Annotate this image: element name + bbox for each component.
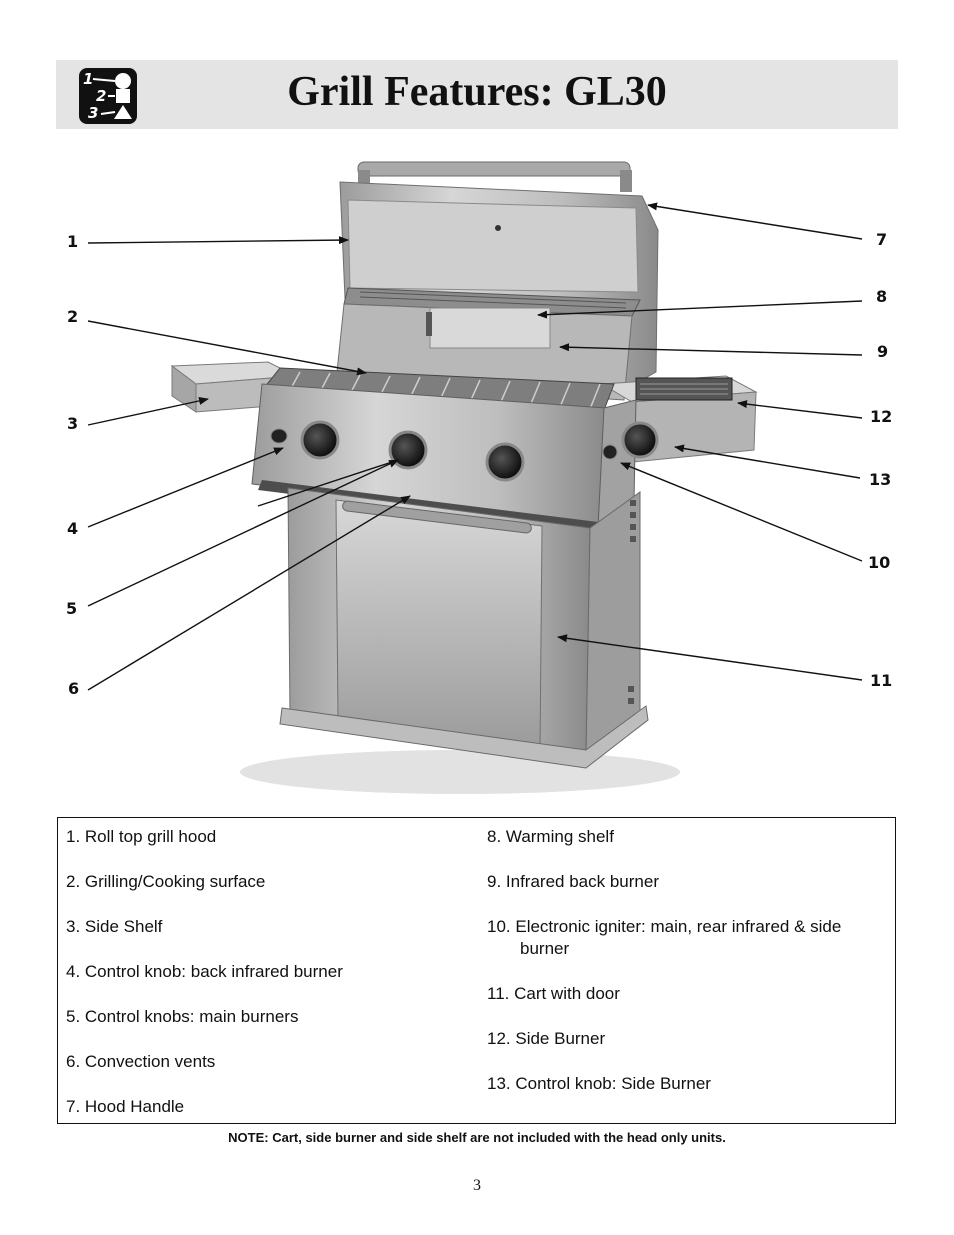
callout-7: 7 — [876, 230, 887, 249]
leader-lines — [87, 202, 863, 691]
leader-8 — [537, 300, 863, 319]
leader-12 — [737, 400, 863, 419]
legend-item-4: 4. Control knob: back infrared burner — [66, 962, 343, 981]
icon-digit-1: 1 — [83, 70, 93, 88]
legend-item-7: 7. Hood Handle — [66, 1097, 185, 1116]
leader-7 — [647, 202, 863, 240]
callout-4: 4 — [67, 519, 78, 538]
page-number: 3 — [473, 1177, 481, 1194]
leader-5 — [87, 459, 399, 607]
legend-item-9: 9. Infrared back burner — [487, 872, 659, 891]
feature-legend: 1. Roll top grill hood 2. Grilling/Cooki… — [57, 817, 896, 1124]
numbered-steps-icon: 1 2 3 — [79, 68, 137, 124]
footnote: NOTE: Cart, side burner and side shelf a… — [228, 1130, 726, 1145]
legend-item-8: 8. Warming shelf — [487, 827, 614, 846]
leader-9 — [559, 343, 863, 356]
callout-13: 13 — [869, 470, 891, 489]
callout-numbers: 1 2 3 4 5 6 7 8 9 12 13 10 11 — [66, 230, 892, 698]
header-band — [56, 60, 898, 129]
legend-item-13: 13. Control knob: Side Burner — [487, 1074, 711, 1093]
leader-6 — [87, 495, 411, 691]
grill-diagram: 1 2 3 4 5 6 7 8 9 12 13 10 11 — [66, 161, 892, 794]
callout-11: 11 — [870, 671, 892, 690]
leader-3 — [87, 396, 209, 426]
legend-column-left: 1. Roll top grill hood 2. Grilling/Cooki… — [66, 826, 466, 1141]
callout-8: 8 — [876, 287, 887, 306]
callout-5: 5 — [66, 599, 77, 618]
callout-10: 10 — [868, 553, 890, 572]
leader-13 — [674, 444, 861, 479]
callout-3: 3 — [67, 414, 78, 433]
leader-11 — [557, 634, 863, 681]
icon-digit-3: 3 — [88, 104, 98, 122]
leader-10 — [620, 462, 863, 562]
legend-item-2: 2. Grilling/Cooking surface — [66, 872, 266, 891]
leader-1 — [87, 236, 349, 245]
icon-digit-2: 2 — [96, 87, 106, 105]
legend-item-6: 6. Convection vents — [66, 1052, 216, 1071]
legend-item-10: 10. Electronic igniter: main, rear infra… — [487, 917, 842, 958]
callout-1: 1 — [67, 232, 78, 251]
legend-item-5: 5. Control knobs: main burners — [66, 1007, 299, 1026]
leader-4 — [87, 447, 284, 528]
legend-column-right: 8. Warming shelf 9. Infrared back burner… — [487, 826, 887, 1118]
leader-2 — [87, 320, 367, 376]
callout-12: 12 — [870, 407, 892, 426]
callout-2: 2 — [67, 307, 78, 326]
grill-illustration — [170, 161, 758, 794]
callout-9: 9 — [877, 342, 888, 361]
legend-item-11: 11. Cart with door — [487, 984, 620, 1003]
leader-5-branch — [257, 461, 393, 507]
legend-item-1: 1. Roll top grill hood — [66, 827, 217, 846]
legend-item-3: 3. Side Shelf — [66, 917, 163, 936]
legend-item-12: 12. Side Burner — [487, 1029, 606, 1048]
callout-6: 6 — [68, 679, 79, 698]
page-title: Grill Features: GL30 — [287, 69, 667, 115]
